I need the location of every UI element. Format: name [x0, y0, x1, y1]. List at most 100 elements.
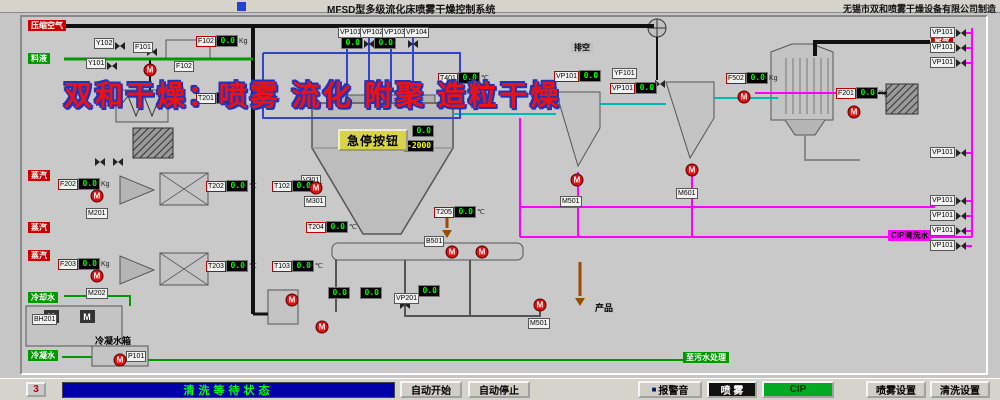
page-indicator[interactable]: 3: [26, 382, 46, 397]
pump-icon[interactable]: M: [90, 269, 104, 283]
display-tag: T102: [272, 180, 292, 192]
display-tag: F502: [726, 72, 746, 84]
tag-label: F101: [133, 42, 153, 53]
value-display: F203 0.0 Kg: [58, 258, 110, 270]
display-unit: ℃: [248, 183, 257, 190]
pump-icon[interactable]: M: [737, 90, 751, 104]
status-bar: 清洗等待状态: [62, 382, 395, 398]
alarm-mute-button[interactable]: ■ 报警音: [638, 381, 702, 398]
pump-icon[interactable]: M: [685, 163, 699, 177]
tag-label: VP101: [930, 27, 956, 38]
source-label: CIP清洗水: [888, 230, 932, 241]
tag-label: VP101: [930, 57, 956, 68]
display-value: 0.0: [579, 70, 602, 82]
tag-label: Y101: [86, 58, 107, 69]
tag-label: YF101: [612, 68, 637, 79]
display-value: 0.0: [412, 125, 434, 137]
source-label: 尾气: [931, 36, 953, 47]
title-bar: MFSD型多级流化床喷雾干燥控制系统 无锡市双和喷雾干燥设备有限公司制造: [0, 0, 1000, 16]
display-value: 0.0: [341, 37, 363, 49]
display-tag: VP101: [610, 82, 636, 94]
pump-icon[interactable]: M: [475, 245, 489, 259]
pump-icon[interactable]: M: [309, 181, 323, 195]
tag-label: VP101: [930, 147, 956, 158]
tag-label: 产品: [595, 303, 614, 313]
value-display: 0.0: [328, 287, 350, 299]
source-label: 蒸汽: [28, 222, 50, 233]
display-unit: Kg: [100, 260, 110, 268]
source-label: 至污水处理: [683, 352, 729, 363]
display-tag: F102: [196, 35, 216, 47]
value-display: 0.0: [341, 37, 363, 49]
display-unit: Kg: [768, 74, 778, 82]
tag-label: M301: [304, 196, 326, 207]
clean-settings-button[interactable]: 清洗设置: [930, 381, 990, 398]
value-display: -2000: [404, 140, 435, 152]
pump-icon[interactable]: M: [113, 353, 127, 367]
value-display: F201 0.0 Kg: [836, 87, 888, 99]
emergency-stop-button[interactable]: 急停按钮: [338, 129, 408, 151]
value-display: 0.0: [374, 37, 396, 49]
value-display: T203 0.0 ℃: [206, 260, 257, 272]
display-unit: ℃: [314, 263, 323, 270]
display-value: 0.0: [225, 180, 248, 192]
source-label: 料液: [28, 53, 50, 64]
value-display: 0.0: [360, 287, 382, 299]
display-tag: F201: [836, 87, 856, 99]
display-tag: T202: [206, 180, 226, 192]
value-display: T204 0.0 ℃: [306, 221, 357, 233]
mute-icon: ■: [651, 385, 657, 394]
source-label: 蒸汽: [28, 170, 50, 181]
value-display: 0.0: [418, 285, 440, 297]
tag-label: VP101: [930, 240, 956, 251]
display-unit: ℃: [476, 209, 485, 216]
tag-label: VP201: [394, 293, 420, 304]
page-title: MFSD型多级流化床喷雾干燥控制系统: [327, 5, 496, 16]
display-value: 0.0: [418, 285, 440, 297]
display-value: 0.0: [328, 287, 350, 299]
display-tag: F202: [58, 178, 78, 190]
value-display: VP101 0.0: [610, 82, 658, 94]
display-tag: F203: [58, 258, 78, 270]
display-unit: Kg: [878, 89, 888, 97]
display-tag: T203: [206, 260, 226, 272]
pump-icon[interactable]: M: [570, 173, 584, 187]
pump-icon[interactable]: M: [90, 189, 104, 203]
pump-icon[interactable]: M: [533, 298, 547, 312]
pump-icon[interactable]: M: [445, 245, 459, 259]
display-value: -2000: [404, 140, 435, 152]
tag-label: M601: [676, 188, 698, 199]
display-unit: Kg: [238, 37, 248, 45]
spray-settings-button[interactable]: 喷雾设置: [866, 381, 926, 398]
display-value: 0.0: [745, 72, 768, 84]
display-value: 0.0: [225, 260, 248, 272]
display-unit: ℃: [348, 224, 357, 231]
spray-button[interactable]: 喷 雾: [707, 381, 757, 398]
display-unit: ℃: [238, 95, 247, 102]
pump-icon[interactable]: M: [847, 105, 861, 119]
display-value: 0.0: [291, 260, 314, 272]
value-display: F102 0.0 Kg: [196, 35, 248, 47]
auto-start-button[interactable]: 自动开始: [400, 381, 462, 398]
diagram-frame: [20, 15, 988, 375]
value-display: T205 0.0 ℃: [434, 206, 485, 218]
display-value: 0.0: [374, 37, 396, 49]
pump-icon[interactable]: M: [285, 293, 299, 307]
auto-stop-button[interactable]: 自动停止: [468, 381, 530, 398]
value-display: VP101 0.0: [554, 70, 602, 82]
value-display: F202 0.0 Kg: [58, 178, 110, 190]
value-display: T103 0.0 ℃: [272, 260, 323, 272]
watermark-text: 双和干燥：喷雾 流化 附聚 造粒干燥: [64, 80, 562, 111]
source-label: 压缩空气: [28, 20, 66, 31]
pump-icon[interactable]: M: [315, 320, 329, 334]
cip-button[interactable]: CIP: [762, 381, 834, 398]
value-display: F502 0.0 Kg: [726, 72, 778, 84]
tag-label: M501: [528, 318, 550, 329]
display-tag: T201: [196, 92, 216, 104]
tag-label: M201: [86, 208, 108, 219]
display-unit: ℃: [480, 75, 489, 82]
display-value: 0.0: [855, 87, 878, 99]
display-tag: T103: [272, 260, 292, 272]
display-unit: Kg: [100, 180, 110, 188]
